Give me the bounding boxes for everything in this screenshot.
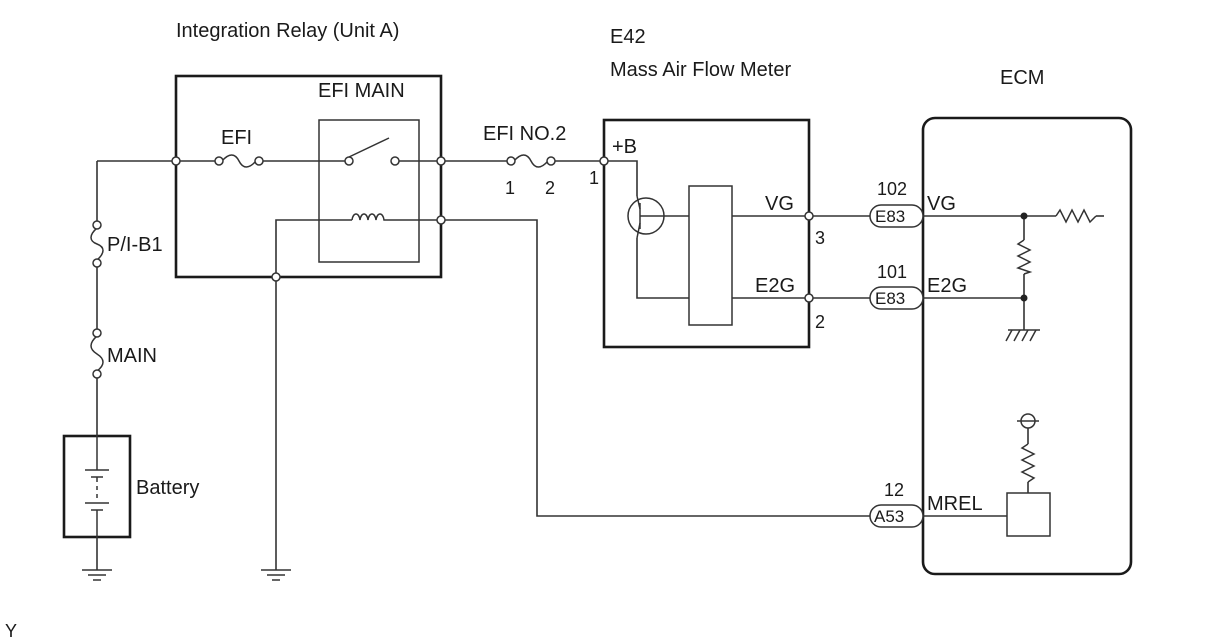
- efi-fuse-label: EFI: [221, 127, 252, 149]
- ecm-pin-vg-name: VG: [927, 193, 956, 215]
- junction-dot: [1020, 212, 1028, 220]
- wire-mrel: [441, 219, 870, 517]
- efi-no2-fuse-icon: [513, 154, 549, 168]
- maf-plusb-num: 1: [589, 168, 599, 188]
- main-fuse-icon: [90, 335, 104, 372]
- ecm-vcc-icon: [1017, 413, 1039, 429]
- maf-sensor-element: [688, 185, 733, 326]
- ecm-connector-pill-vg: [869, 204, 924, 228]
- wire-coil-left: [275, 219, 352, 277]
- ecm-pin-mrel-name: MREL: [927, 493, 983, 515]
- mrel-driver-box: [1006, 492, 1051, 537]
- maf-plusb-label: +B: [612, 136, 637, 158]
- ecm-pin-mrel-number: 12: [884, 480, 904, 500]
- efi-no2-label: EFI NO.2: [483, 123, 566, 145]
- relay-ground-icon: [261, 569, 291, 581]
- maf-vg-label: VG: [765, 193, 794, 215]
- footer-code: Y: [5, 621, 17, 641]
- ecm-title: ECM: [1000, 67, 1044, 89]
- junction-dot: [1020, 294, 1028, 302]
- relay-coil-icon: [351, 213, 387, 221]
- ecm-connector-pill-mrel: [869, 504, 924, 528]
- ecm-pin-e2g-name: E2G: [927, 275, 967, 297]
- maf-meter-box: [602, 118, 811, 349]
- ecm-pin-vg-number: 102: [877, 179, 907, 199]
- maf-e2g-num: 2: [815, 312, 825, 332]
- ecm-chassis-ground-icon: [1005, 329, 1040, 342]
- ecm-pin-vg-connector: E83: [875, 207, 905, 226]
- ecm-connector-pill-e2g: [869, 286, 924, 310]
- efi-fuse-icon: [221, 154, 257, 168]
- ecm-mrel-pullup-resistor-icon: [1020, 443, 1036, 483]
- battery-label: Battery: [136, 477, 199, 499]
- pib1-label: P/I-B1: [107, 234, 163, 256]
- efi-main-label: EFI MAIN: [318, 80, 405, 102]
- maf-e2g-label: E2G: [755, 275, 795, 297]
- ecm-divider-resistor-icon: [1016, 239, 1033, 275]
- transistor-icon: [627, 195, 665, 239]
- ecm-box: [921, 116, 1133, 576]
- maf-vg-num: 3: [815, 228, 825, 248]
- integration-relay-box: [174, 74, 443, 279]
- maf-code: E42: [610, 26, 646, 48]
- wire-maf-transistor-bottom: [636, 238, 689, 299]
- ecm-vg-series-resistor-icon: [1055, 208, 1097, 224]
- relay-switch-icon: [348, 137, 390, 161]
- efi-no2-pin1: 1: [505, 178, 515, 198]
- efi-main-relay-box: [318, 119, 420, 263]
- main-fuse-label: MAIN: [107, 345, 157, 367]
- battery-cells-icon: [85, 436, 109, 537]
- efi-no2-pin2: 2: [545, 178, 555, 198]
- maf-title: Mass Air Flow Meter: [610, 59, 791, 81]
- wire-maf-plusb: [604, 160, 638, 196]
- ecm-pin-e2g-connector: E83: [875, 289, 905, 308]
- ecm-pin-e2g-number: 101: [877, 262, 907, 282]
- battery-ground-icon: [82, 569, 112, 581]
- terminal-circles: [92, 156, 814, 379]
- relay-title: Integration Relay (Unit A): [176, 20, 399, 42]
- pib1-fuse-icon: [90, 227, 104, 261]
- ecm-pin-mrel-connector: A53: [874, 507, 904, 526]
